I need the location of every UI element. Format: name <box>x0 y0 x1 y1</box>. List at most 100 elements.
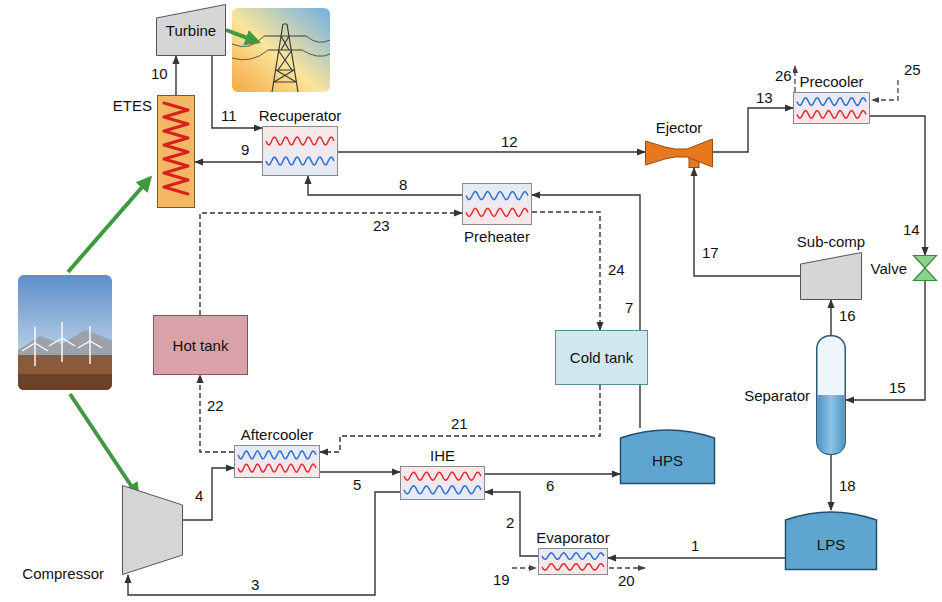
wind-farm-photo <box>22 322 102 366</box>
heat-exchanger-outline <box>263 127 338 176</box>
thermal-storage-outline <box>164 103 188 194</box>
power-grid-photo <box>232 8 330 92</box>
heat-exchanger-outline <box>797 111 866 119</box>
heat-exchanger-outline <box>462 183 532 225</box>
heat-exchanger-outline <box>401 467 485 500</box>
separator-vessel-outline <box>818 395 845 454</box>
heat-transfer-line <box>200 375 234 452</box>
stream-number: 3 <box>250 577 260 593</box>
stream-number: 23 <box>372 218 391 234</box>
component-label: Sub-comp <box>797 233 865 250</box>
utility-stream <box>872 80 898 100</box>
turbine-symbol: Turbine <box>156 4 226 56</box>
flow-line <box>338 151 645 152</box>
energy-arrow <box>226 30 258 42</box>
heat-exchanger-outline <box>466 192 528 200</box>
heat-exchanger-outline <box>542 553 604 559</box>
flow-line <box>830 300 831 335</box>
flow-line <box>830 455 831 510</box>
stream-number: 21 <box>450 416 469 432</box>
compressor-symbol-outline <box>123 486 183 575</box>
wind-farm-photo <box>18 374 112 390</box>
stream-number: 20 <box>617 573 636 589</box>
stream-number: 13 <box>755 90 774 106</box>
stream-number: 16 <box>838 308 857 324</box>
heat-exchanger-outline <box>793 92 870 124</box>
pressure-store: LPS <box>785 510 877 570</box>
storage-tank: Cold tank <box>555 330 648 385</box>
stream-number: 2 <box>505 515 515 531</box>
power-grid-photo <box>264 24 306 92</box>
heat-transfer-line <box>320 385 600 452</box>
flow-line <box>308 176 462 195</box>
stream-number: 9 <box>240 142 250 158</box>
stream-number: 7 <box>624 300 634 316</box>
component-label: Separator <box>744 387 810 404</box>
flow-line <box>485 473 620 474</box>
energy-arrow <box>68 30 258 496</box>
component-label: IHE <box>430 447 455 464</box>
valve-symbol: Valve <box>913 255 937 281</box>
heat-exchanger: Preheater <box>462 183 532 225</box>
separator-vessel-outline <box>817 336 846 455</box>
turbine-symbol-outline <box>157 5 226 56</box>
component-label: Ejector <box>656 119 703 136</box>
heat-exchanger-outline <box>539 549 608 575</box>
heat-transfer-line <box>200 213 462 315</box>
pressure-store-outline <box>786 512 877 570</box>
utility-stream <box>512 567 536 568</box>
utility-stream <box>794 66 795 92</box>
component-label: HPS <box>652 452 683 469</box>
component-label: Evaporator <box>536 529 609 546</box>
storage-tank-outline <box>556 331 648 385</box>
compressor-symbol-outline <box>800 252 862 300</box>
heat-exchanger-outline <box>404 486 481 494</box>
heat-exchanger-outline <box>266 137 334 145</box>
pressure-store-outline <box>621 430 715 484</box>
flow-line <box>195 161 262 162</box>
utility-stream <box>609 567 645 568</box>
flow-line <box>212 56 262 128</box>
stream-number: 26 <box>774 68 793 84</box>
heat-transfer-line <box>532 212 600 330</box>
heat-exchanger-outline <box>238 464 316 472</box>
stream-number: 19 <box>492 572 511 588</box>
heat-exchanger: Recuperator <box>262 126 338 176</box>
stream-number: 4 <box>194 488 204 504</box>
storage-tank-outline <box>154 316 248 375</box>
stream-number: 5 <box>352 477 362 493</box>
stream-number: 24 <box>607 262 626 278</box>
component-label: Hot tank <box>173 337 229 354</box>
heat-exchanger-outline <box>404 472 481 480</box>
component-label: Recuperator <box>259 107 342 124</box>
flow-line <box>694 168 800 276</box>
component-label: Compressor <box>22 565 104 582</box>
stream-number: 18 <box>838 478 857 494</box>
heat-exchanger: IHE <box>400 466 485 500</box>
heat-exchanger: Evaporator <box>538 548 608 575</box>
heat-exchanger: Precooler <box>793 92 870 124</box>
wind-farm-photo <box>18 275 112 390</box>
stream-number: 17 <box>701 245 720 261</box>
flow-line <box>608 557 785 558</box>
storage-tank: Hot tank <box>153 315 248 375</box>
heat-exchanger-outline <box>542 564 604 570</box>
flow-line <box>485 492 538 556</box>
wind-farm-photo <box>22 327 48 366</box>
valve-symbol-outline <box>913 255 937 281</box>
heat-exchanger: Aftercooler <box>234 445 320 478</box>
utility-stream <box>512 66 898 568</box>
flow-line <box>175 56 176 95</box>
compressor-symbol-outline <box>801 253 862 300</box>
flow-line <box>713 108 793 152</box>
heat-exchanger-outline <box>262 126 338 176</box>
stream-number: 12 <box>500 134 519 150</box>
ejector-symbol-outline <box>645 138 713 168</box>
heat-exchanger-outline <box>466 208 528 216</box>
stream-number: 11 <box>220 108 238 124</box>
ejector-symbol-outline <box>646 139 713 167</box>
valve-symbol-outline <box>914 256 937 281</box>
stream-number: 25 <box>903 62 922 78</box>
stream-number: 22 <box>206 398 225 414</box>
